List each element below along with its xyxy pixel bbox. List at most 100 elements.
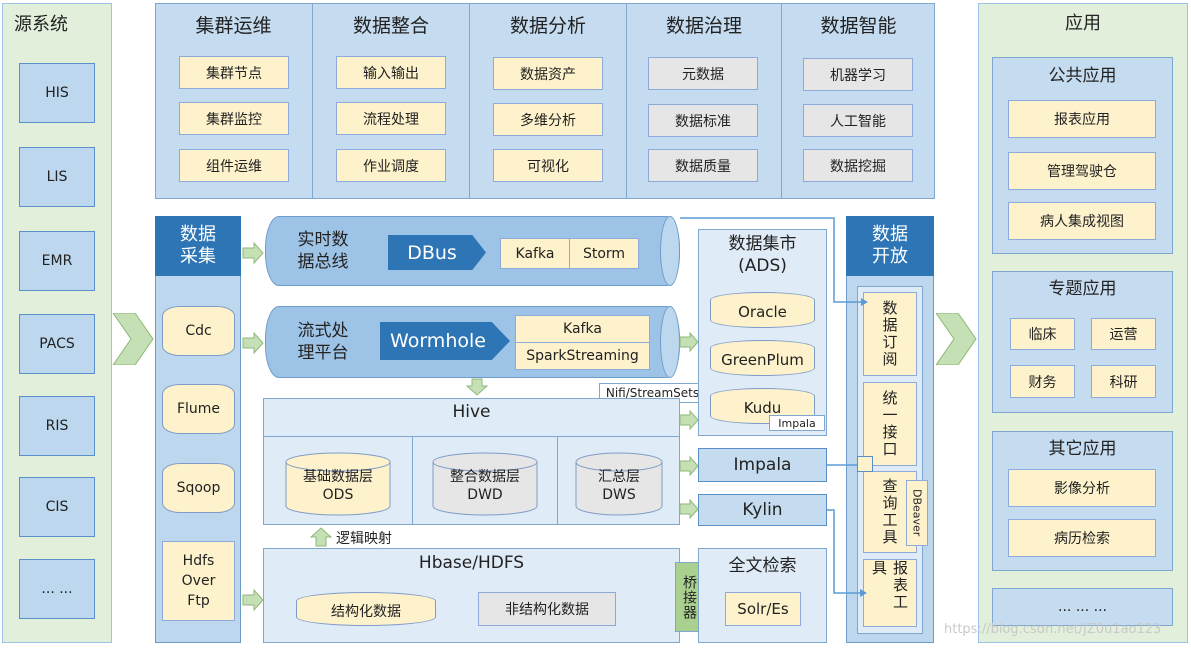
hive-divider (557, 436, 558, 525)
component-ops-box: 组件运维 (179, 149, 289, 182)
image-analysis-box: 影像分析 (1008, 469, 1156, 507)
hive-title: Hive (452, 402, 491, 422)
arrow-right-icon (242, 242, 264, 264)
process-handling-box: 流程处理 (336, 102, 446, 135)
report-tool-label: 报表工具 (870, 560, 909, 611)
machine-learning-box: 机器学习 (803, 58, 913, 91)
data-collection-title: 数据 采集 (155, 216, 241, 276)
arrow-down-icon (466, 378, 488, 396)
source-item-emr: EMR (19, 231, 95, 291)
hive-divider (412, 436, 413, 525)
top-divider (626, 3, 627, 199)
dwd-label: 整合数据层 DWD (432, 468, 538, 504)
dwd-code: DWD (467, 487, 503, 503)
kafka-stream-box: Kafka (515, 315, 650, 343)
more-apps-label: ... ... ... (1058, 599, 1107, 615)
sparkstreaming-box: SparkStreaming (515, 342, 650, 370)
finance-box: 财务 (1010, 365, 1075, 398)
dws-name: 汇总层 (598, 469, 640, 485)
data-subscription-label: 数据订阅 (880, 300, 899, 368)
source-item-lis: LIS (19, 147, 95, 207)
structured-data-cylinder (296, 592, 436, 626)
sqoop-box: Sqoop (162, 463, 235, 513)
arrow-right-icon (242, 589, 264, 611)
report-tool-box: 报表工具 (863, 559, 917, 627)
topic-apps-title: 专题应用 (1048, 278, 1117, 299)
data-quality-box: 数据质量 (648, 149, 758, 182)
ods-name: 基础数据层 (303, 469, 373, 485)
oracle-cylinder (710, 292, 815, 328)
column-title-data-integration: 数据整合 (352, 14, 429, 37)
cylinder-end (660, 216, 680, 286)
realtime-bus-title: 实时数 据总线 (297, 230, 349, 272)
source-item-pacs: PACS (19, 314, 95, 374)
job-scheduling-box: 作业调度 (336, 149, 446, 182)
operations-box: 运营 (1091, 318, 1156, 350)
research-box: 科研 (1091, 365, 1156, 398)
report-app-box: 报表应用 (1008, 100, 1156, 138)
cluster-nodes-box: 集群节点 (179, 56, 289, 89)
other-apps-title: 其它应用 (1048, 438, 1117, 459)
data-assets-box: 数据资产 (493, 57, 603, 90)
watermark-text: https://blog.csdn.net/JZ0u1ao123 (944, 622, 1162, 637)
unstructured-data-box: 非结构化数据 (478, 592, 616, 626)
cluster-monitor-box: 集群监控 (179, 102, 289, 135)
data-subscription-box: 数据订阅 (863, 292, 917, 376)
metadata-box: 元数据 (648, 57, 758, 90)
dbus-arrow: DBus (388, 235, 486, 270)
flume-box: Flume (162, 384, 235, 434)
arrow-right-icon (679, 499, 699, 519)
arrow-up-icon (310, 527, 332, 547)
visualization-box: 可视化 (493, 149, 603, 182)
dws-cylinder-icon (575, 452, 663, 516)
ads-title: 数据集市 (ADS) (728, 234, 797, 276)
input-output-box: 输入输出 (336, 56, 446, 89)
wormhole-arrow: Wormhole (380, 322, 510, 360)
patient-view-box: 病人集成视图 (1008, 202, 1156, 240)
data-standard-box: 数据标准 (648, 104, 758, 137)
multidim-analysis-box: 多维分析 (493, 103, 603, 136)
dws-code: DWS (602, 487, 636, 503)
storm-box: Storm (569, 238, 639, 269)
cdc-box: Cdc (162, 306, 235, 356)
fulltext-search-panel (698, 548, 827, 643)
arrow-right-icon (679, 332, 699, 352)
dbeaver-label: DBeaver (910, 489, 924, 537)
chevron-right-icon (936, 313, 977, 365)
oracle-label: Oracle (738, 303, 787, 321)
data-open-title: 数据 开放 (846, 216, 934, 276)
kylin-box: Kylin (698, 494, 827, 526)
fulltext-search-title: 全文检索 (728, 555, 797, 576)
ods-cylinder-icon (285, 452, 391, 516)
source-item-cis: CIS (19, 477, 95, 537)
greenplum-label: GreenPlum (721, 351, 804, 369)
hbase-hdfs-title: Hbase/HDFS (418, 553, 525, 573)
dwd-cylinder-icon (432, 452, 538, 516)
solr-es-box: Solr/Es (725, 592, 801, 626)
clinical-box: 临床 (1010, 318, 1075, 350)
column-title-data-intelligence: 数据智能 (820, 14, 897, 37)
ods-label: 基础数据层 ODS (285, 468, 391, 504)
chevron-right-icon (113, 313, 154, 365)
source-systems-title: 源系统 (14, 14, 68, 35)
dbeaver-box: DBeaver (906, 480, 928, 546)
source-item-his: HIS (19, 63, 95, 123)
record-search-box: 病历检索 (1008, 519, 1156, 557)
kafka-box: Kafka (500, 238, 570, 269)
bridge-label: 桥接器 (681, 574, 697, 620)
column-title-cluster-ops: 集群运维 (195, 14, 272, 37)
impala-box: Impala (698, 448, 827, 482)
logical-mapping-label: 逻辑映射 (336, 531, 392, 547)
impala-tag: Impala (769, 415, 825, 431)
structured-data-label: 结构化数据 (331, 604, 401, 620)
source-item-ris: RIS (19, 396, 95, 456)
connector-square (857, 456, 873, 472)
management-cockpit-box: 管理驾驶仓 (1008, 152, 1156, 190)
kudu-label: Kudu (743, 399, 782, 417)
hdfs-over-ftp-box: Hdfs Over Ftp (162, 541, 235, 621)
unified-interface-label: 统一接口 (880, 390, 899, 458)
source-item-more: ... ... (19, 559, 95, 619)
arrow-right-icon (242, 332, 264, 354)
dwd-name: 整合数据层 (450, 469, 520, 485)
